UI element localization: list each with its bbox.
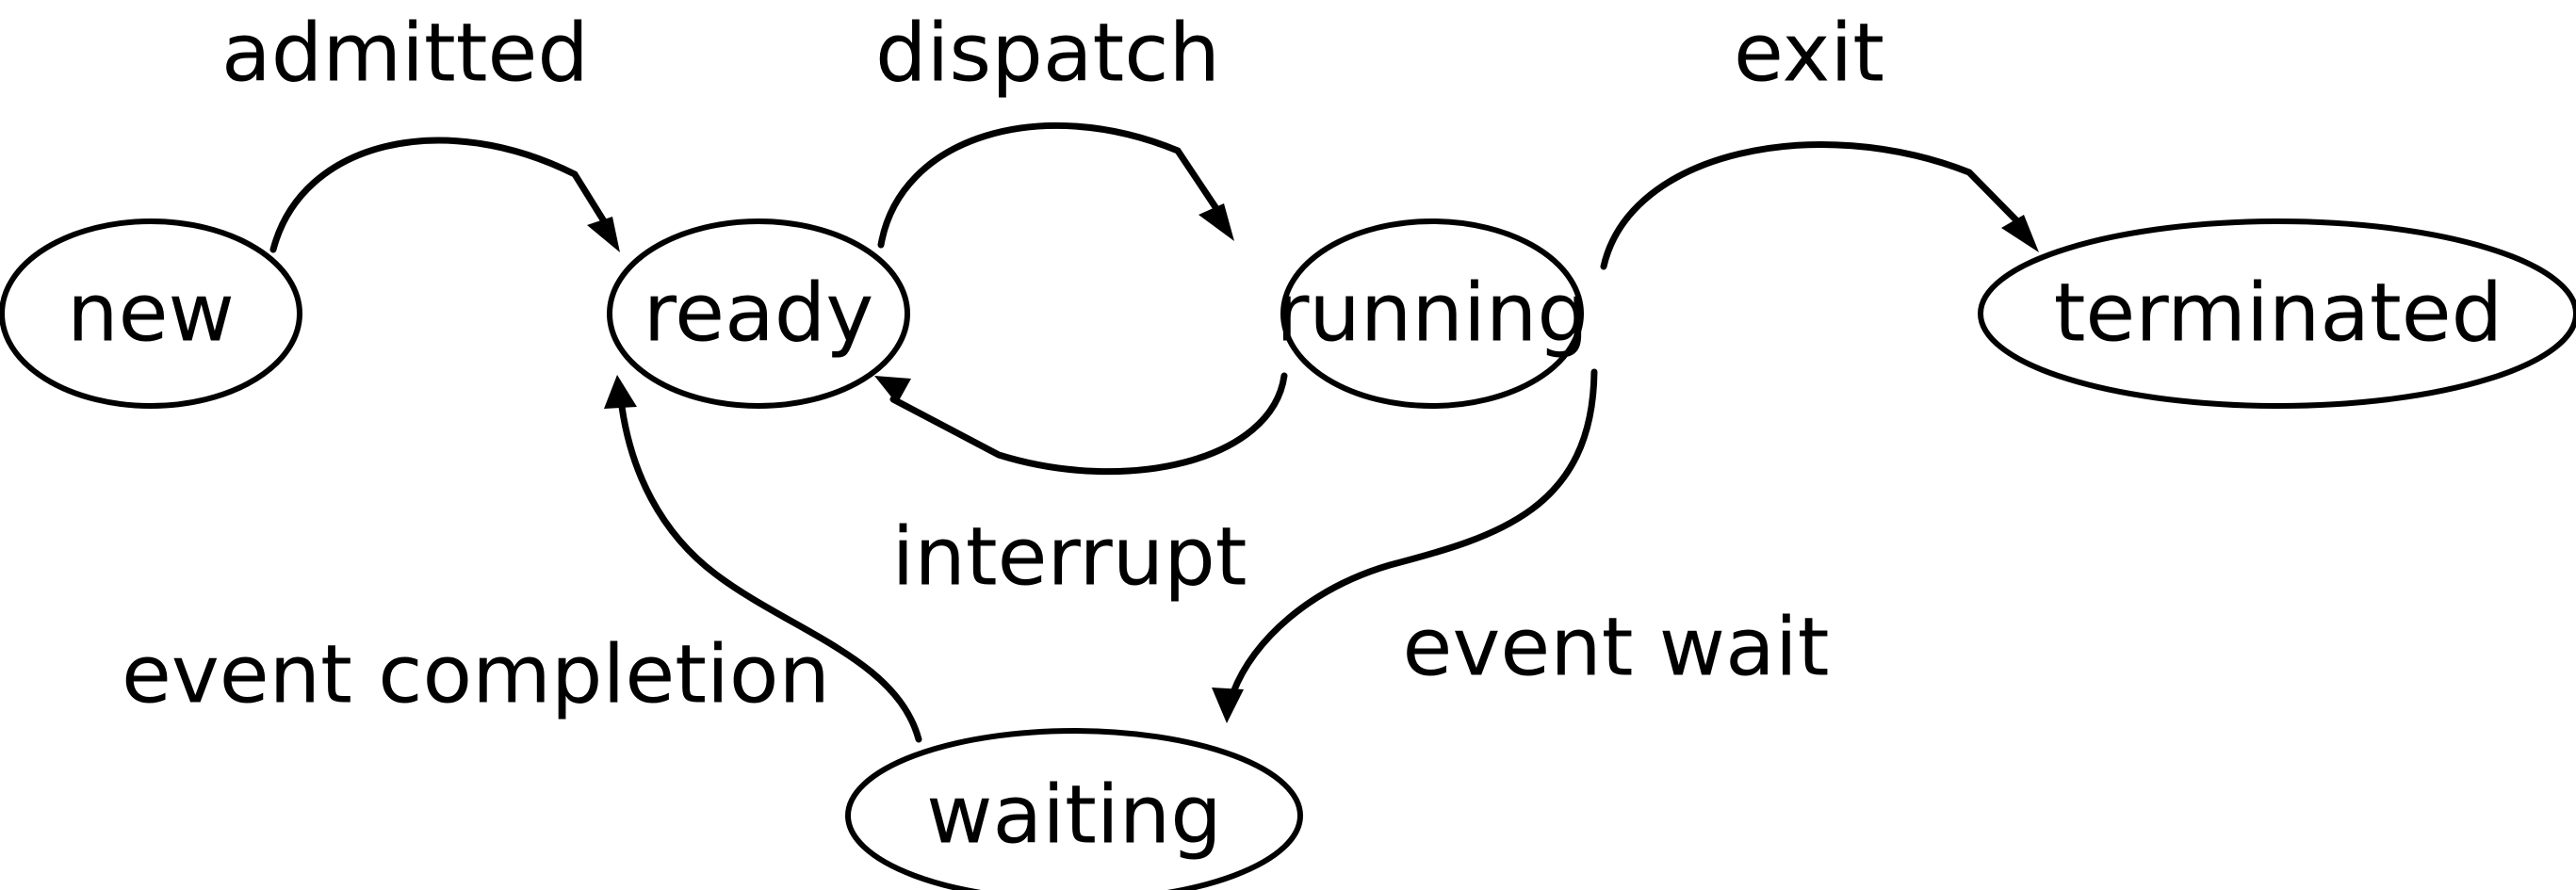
state-node-ready-label: ready [644,266,874,360]
edge-exit-arrowhead [2001,215,2039,252]
state-node-new-label: new [67,266,235,360]
edge-label-admitted: admitted [221,6,589,100]
edge-interrupt-path [889,372,1288,476]
edge-admitted-arrowhead [587,217,620,252]
edge-interrupt [874,372,1288,476]
edge-admitted [269,137,620,253]
edge-admitted-path [269,137,612,253]
edge-dispatch [877,121,1234,249]
state-node-waiting-label: waiting [926,768,1222,862]
edge-event-completion-path [618,403,922,743]
state-node-running[interactable]: running [1276,218,1589,409]
edge-dispatch-path [877,121,1225,249]
state-node-terminated[interactable]: terminated [1978,218,2576,409]
state-node-waiting[interactable]: waiting [845,728,1303,890]
edge-label-exit: exit [1734,6,1884,100]
edge-label-event-completion: event completion [122,627,830,721]
edge-interrupt-arrowhead [874,376,911,404]
state-node-new-ellipse[interactable] [0,218,302,409]
edge-exit-path [1600,141,2026,270]
state-node-terminated-label: terminated [2054,266,2503,360]
edge-event-wait-arrowhead [1212,688,1244,723]
state-node-running-label: running [1276,266,1589,360]
edge-event-wait-path [1230,368,1598,696]
edge-event-completion [604,375,922,743]
state-node-terminated-ellipse[interactable] [1978,218,2576,409]
edge-label-event-wait: event wait [1403,600,1830,694]
state-node-running-ellipse[interactable] [1280,218,1584,409]
state-node-ready-ellipse[interactable] [607,218,910,409]
edge-event-completion-arrowhead [604,375,637,409]
edge-label-dispatch: dispatch [875,6,1220,100]
edge-label-interrupt: interrupt [891,510,1247,604]
state-node-ready[interactable]: ready [607,218,910,409]
edge-exit [1600,141,2039,270]
edge-dispatch-arrowhead [1198,203,1234,241]
state-node-waiting-ellipse[interactable] [845,728,1303,890]
state-node-new[interactable]: new [0,218,302,409]
edge-event-wait [1212,368,1598,723]
